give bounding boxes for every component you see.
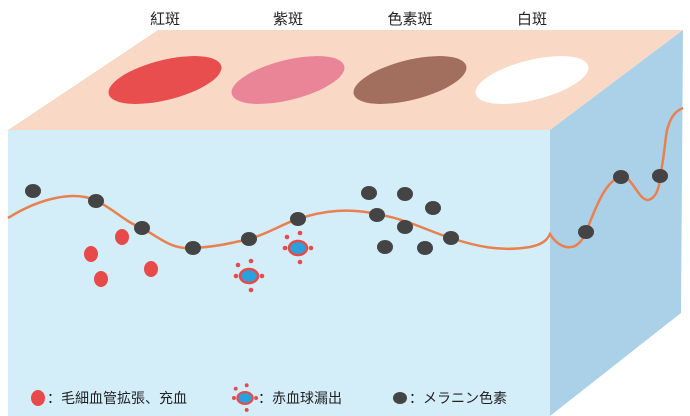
melanin-granule xyxy=(185,241,201,255)
pigment-spot xyxy=(353,56,467,104)
skin-front-face xyxy=(8,130,550,416)
spot-label-pigment: 色素斑 xyxy=(387,10,433,28)
rbc-cell xyxy=(236,390,254,406)
capillary-dot xyxy=(144,261,158,277)
melanin-granule xyxy=(397,220,413,234)
melanin-granule xyxy=(613,170,629,184)
melanin-granule xyxy=(443,231,459,245)
melanin-granule xyxy=(652,169,668,183)
rbc-leakage-group xyxy=(233,230,314,293)
leaked-rbc-dot xyxy=(233,386,238,391)
spot-label-vitiligo: 白斑 xyxy=(516,10,548,28)
melanin-granule xyxy=(377,240,393,254)
melanin-granule xyxy=(88,194,104,208)
erythema-spot xyxy=(108,56,222,104)
melanin-granule xyxy=(425,201,441,215)
melanin-granule xyxy=(361,186,377,200)
leaked-rbc-dot xyxy=(248,258,254,264)
leaked-rbc-dot xyxy=(233,273,239,279)
leaked-rbc-dot xyxy=(231,396,236,400)
legend-capillary-icon xyxy=(31,390,45,406)
rbc-cell xyxy=(238,267,260,285)
legend-melanin-text: ：メラニン色素 xyxy=(409,391,507,407)
melanin-granule xyxy=(369,208,385,222)
leaked-rbc-dot xyxy=(248,287,254,293)
leaked-rbc-dot xyxy=(244,407,249,412)
melanin-granule xyxy=(290,212,306,226)
legend-rbc-text: ：赤血球漏出 xyxy=(258,391,342,407)
melanin-granule xyxy=(397,187,413,201)
vitiligo-spot xyxy=(475,56,589,104)
capillary-dot xyxy=(94,271,108,287)
legend-capillary-text: ：毛細血管拡張、充血 xyxy=(47,391,187,407)
leaked-rbc-dot xyxy=(254,396,259,400)
leaked-rbc-dot xyxy=(297,230,303,236)
leaked-rbc-dot xyxy=(284,234,290,240)
leaked-rbc-dot xyxy=(282,245,288,251)
melanin-granule xyxy=(578,225,594,239)
leaked-rbc-dot xyxy=(235,262,241,268)
melanin-granule xyxy=(417,241,433,255)
melanin-granule xyxy=(241,232,257,246)
legend-melanin-icon xyxy=(393,392,407,404)
melanin-granule xyxy=(25,184,41,198)
capillary-dot xyxy=(84,246,98,262)
legend-rbc-icon xyxy=(231,383,259,412)
dilated-capillaries xyxy=(84,229,158,287)
leaked-rbc-dot xyxy=(244,383,249,388)
spot-label-purpura: 紫斑 xyxy=(272,10,304,28)
basal-layer-line xyxy=(7,106,684,251)
melanin-granules xyxy=(25,169,668,255)
leaked-rbc-dot xyxy=(308,245,314,251)
leaked-rbc-dot xyxy=(259,273,265,279)
skin-side-face xyxy=(550,30,683,416)
leaked-rbc-dot xyxy=(297,259,303,265)
spot-label-erythema: 紅斑 xyxy=(149,10,181,28)
rbc-cell xyxy=(287,239,309,257)
capillary-dot xyxy=(115,229,129,245)
melanin-granule xyxy=(134,221,150,235)
purpura-spot xyxy=(231,56,345,104)
skin-top-face xyxy=(8,30,683,130)
